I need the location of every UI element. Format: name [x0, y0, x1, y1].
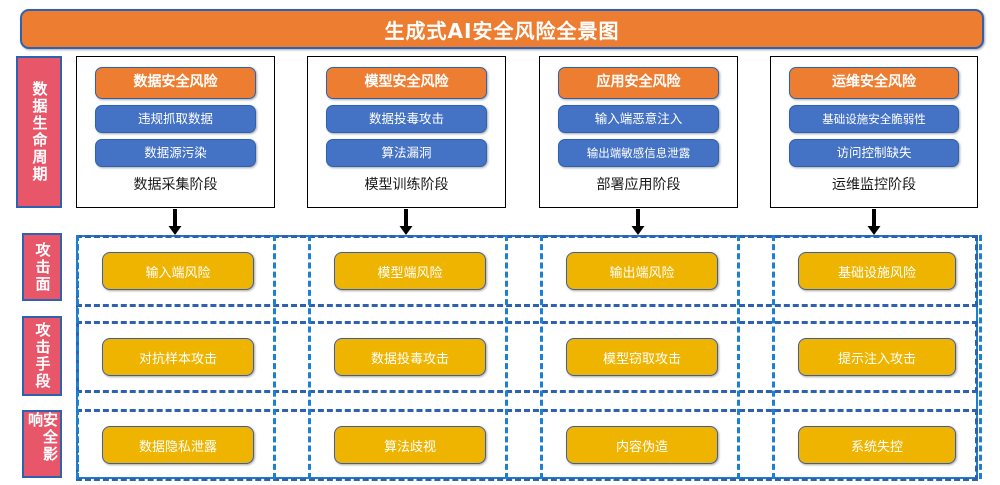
sidebar-item-lifecycle: 数据生命周期	[16, 56, 62, 208]
matrix-cell[interactable]: 输入端风险	[102, 252, 254, 290]
stage-caption: 运维监控阶段	[832, 177, 916, 193]
down-arrow-icon	[631, 209, 645, 236]
matrix-column-band-input	[76, 235, 276, 479]
matrix-cell[interactable]: 提示注入攻击	[798, 338, 956, 376]
stage-column-model-training: 模型安全风险 数据投毒攻击 算法漏洞 模型训练阶段	[307, 56, 506, 208]
page-title: 生成式AI安全风险全景图	[20, 9, 984, 49]
stage-column-data-collection: 数据安全风险 违规抓取数据 数据源污染 数据采集阶段	[76, 56, 275, 208]
sidebar-item-attack-surface: 攻击面	[22, 233, 62, 301]
stage-column-deployment: 应用安全风险 输入端恶意注入 输出端敏感信息泄露 部署应用阶段	[539, 56, 738, 208]
sidebar-item-security-impact: 安全影响	[22, 410, 62, 478]
stage-header: 应用安全风险	[558, 67, 719, 99]
matrix-cell[interactable]: 系统失控	[798, 426, 956, 464]
matrix-column-band-output	[540, 235, 740, 479]
stage-header: 模型安全风险	[326, 67, 487, 99]
stage-risk-item: 数据投毒攻击	[326, 105, 487, 133]
stage-risk-item: 基础设施安全脆弱性	[789, 105, 959, 133]
down-arrow-icon	[168, 209, 182, 236]
risk-matrix: 输入端风险 模型端风险 输出端风险 基础设施风险 对抗样本攻击 数据投毒攻击 模…	[76, 235, 982, 481]
stage-risk-item: 访问控制缺失	[789, 139, 959, 167]
stage-risk-item: 算法漏洞	[326, 139, 487, 167]
stage-caption: 模型训练阶段	[364, 177, 449, 193]
matrix-cell[interactable]: 基础设施风险	[798, 252, 956, 290]
stage-caption: 部署应用阶段	[596, 177, 681, 193]
stage-risk-item: 输入端恶意注入	[558, 105, 719, 133]
stage-header: 数据安全风险	[95, 67, 256, 99]
matrix-cell[interactable]: 算法歧视	[334, 426, 486, 464]
down-arrow-icon	[867, 209, 881, 236]
sidebar-item-attack-means: 攻击手段	[22, 316, 62, 396]
stage-header: 运维安全风险	[789, 67, 959, 99]
stage-risk-item: 数据源污染	[95, 139, 256, 167]
matrix-cell[interactable]: 数据投毒攻击	[334, 338, 486, 376]
matrix-cell[interactable]: 模型端风险	[334, 252, 486, 290]
matrix-cell[interactable]: 数据隐私泄露	[102, 426, 254, 464]
stage-risk-item: 违规抓取数据	[95, 105, 256, 133]
matrix-column-band-infrastructure	[772, 235, 982, 479]
stage-caption: 数据采集阶段	[133, 177, 218, 193]
matrix-cell[interactable]: 内容伪造	[566, 426, 718, 464]
matrix-cell[interactable]: 模型窃取攻击	[566, 338, 718, 376]
matrix-column-band-model	[308, 235, 508, 479]
matrix-cell[interactable]: 输出端风险	[566, 252, 718, 290]
matrix-cell[interactable]: 对抗样本攻击	[102, 338, 254, 376]
down-arrow-icon	[399, 209, 413, 236]
stage-risk-item: 输出端敏感信息泄露	[558, 139, 719, 167]
stage-column-operations: 运维安全风险 基础设施安全脆弱性 访问控制缺失 运维监控阶段	[770, 56, 978, 208]
